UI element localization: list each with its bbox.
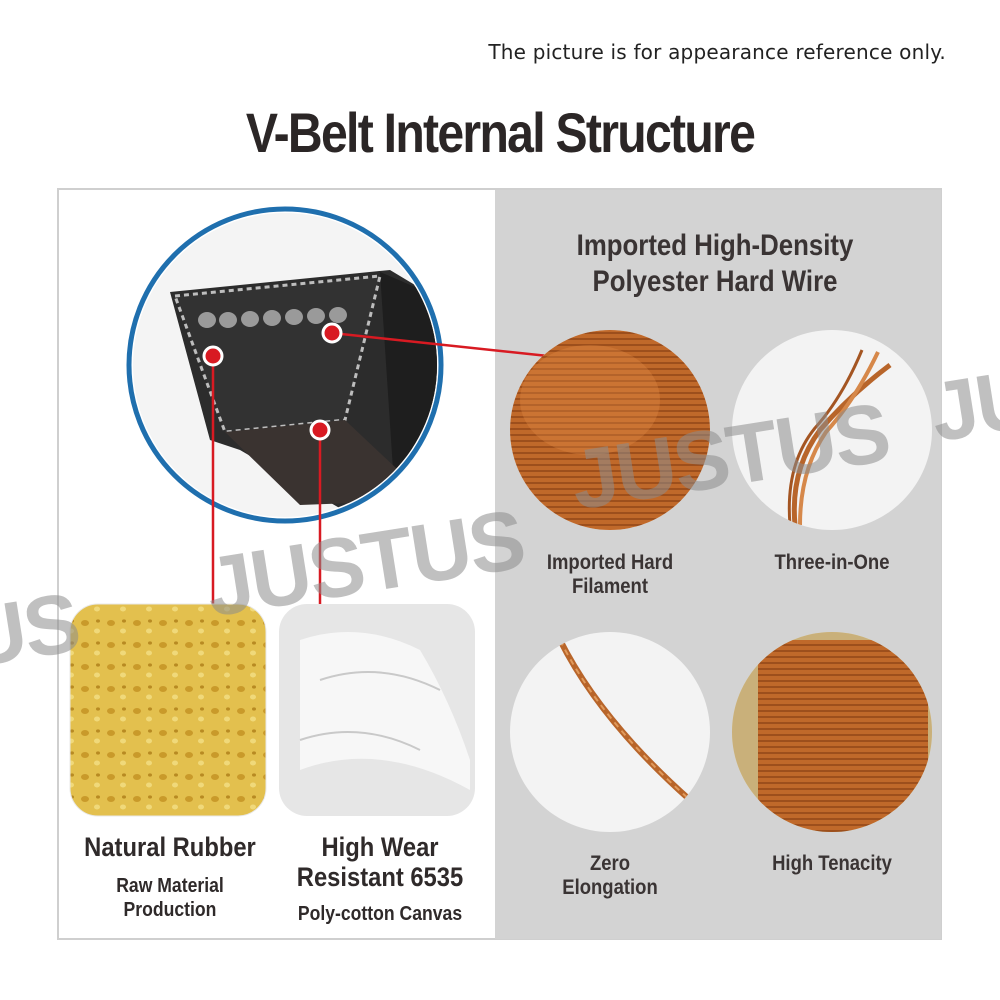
wire-image-2 (732, 330, 932, 530)
wire-image-3 (510, 632, 710, 832)
belt-cross-section (126, 206, 444, 524)
wire-heading: Imported High-Density Polyester Hard Wir… (526, 228, 904, 300)
wire-image-1 (510, 330, 710, 530)
wire-label-2: Three-in-One (774, 551, 890, 574)
wire-label-1: Imported Hard Filament (522, 551, 698, 599)
page-title: V-Belt Internal Structure (245, 101, 756, 164)
wire-image-4 (732, 632, 932, 832)
canvas-title: High Wear Resistant 6535 (283, 832, 477, 892)
canvas-title-text: High Wear Resistant 6535 (296, 832, 464, 892)
canvas-swatch (279, 604, 475, 816)
connector-lines (211, 331, 549, 604)
wire-label-4: High Tenacity (772, 852, 892, 875)
rubber-subtitle-text: Raw Material Production (116, 875, 224, 921)
wire-label-3-text: Zero Elongation (562, 852, 658, 899)
rubber-swatch (69, 603, 267, 817)
rubber-subtitle: Raw Material Production (73, 874, 267, 922)
disclaimer-note: The picture is for appearance reference … (488, 40, 946, 64)
wire-heading-text: Imported High-Density Polyester Hard Wir… (576, 229, 854, 298)
wire-label-1-text: Imported Hard Filament (546, 551, 674, 598)
marker-dots (202, 322, 343, 441)
canvas-subtitle: Poly-cotton Canvas (297, 903, 463, 925)
wire-label-3: Zero Elongation (522, 852, 698, 900)
rubber-title: Natural Rubber (84, 832, 256, 862)
